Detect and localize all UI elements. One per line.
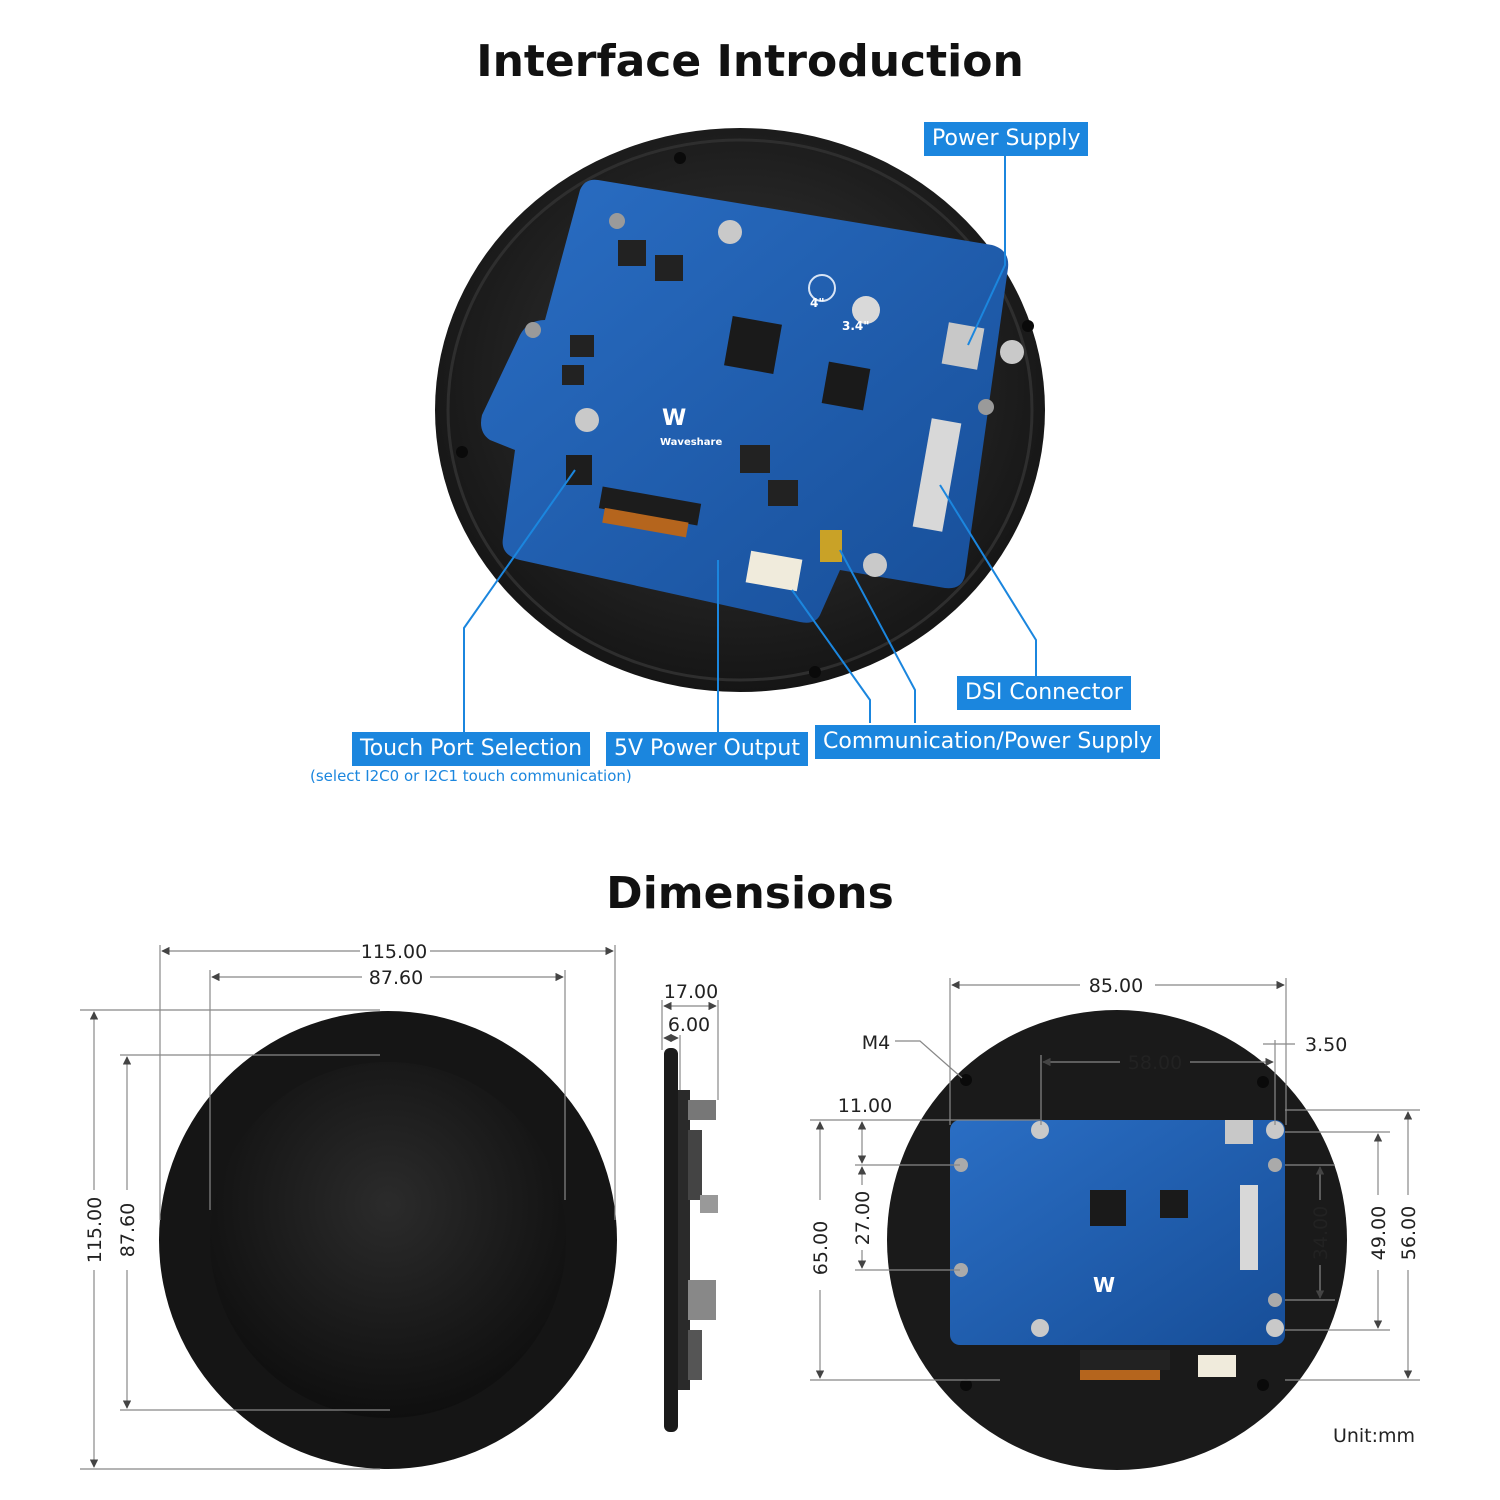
size-mark-4: 4" [810,296,825,310]
side-dimension-lines [661,1000,719,1100]
secondary-chip [821,361,871,411]
touch-port-note: (select I2C0 or I2C1 touch communication… [310,767,632,785]
main-chip [724,316,782,374]
front-view [159,1011,617,1469]
dim-front-width: 115.00 [361,941,427,963]
dim-front-height: 115.00 [84,1197,106,1263]
back-view: W [887,1010,1347,1470]
dim-back-hole: M4 [862,1032,890,1054]
svg-text:W: W [1093,1273,1115,1297]
label-5v-power-output: 5V Power Output [606,732,808,766]
dim-back-inner-v: 27.00 [852,1191,874,1245]
size-mark-3-4: 3.4" [842,319,870,333]
dim-back-right-c: 56.00 [1398,1206,1420,1260]
dim-back-right-b: 49.00 [1368,1206,1390,1260]
waveshare-logo: W [662,406,686,431]
dim-back-outer-v: 65.00 [810,1221,832,1275]
dim-side-depth: 17.00 [664,981,718,1003]
label-communication-power-supply: Communication/Power Supply [815,725,1161,759]
usb-c-port [941,322,985,370]
dim-front-inner-width: 87.60 [369,967,423,989]
brand-text: Waveshare [660,437,722,448]
dsi-connector-part [912,418,962,532]
driver-board-photo: 4" 3.4" W Waveshare [481,179,1024,623]
interface-title: Interface Introduction [476,36,1024,87]
label-power-supply: Power Supply [924,122,1089,156]
jst-connector [745,550,803,592]
dim-back-top-offset: 11.00 [838,1095,892,1117]
dim-back-right-a: 34.00 [1310,1206,1332,1260]
dim-back-width: 85.00 [1089,975,1143,997]
dim-front-inner-height: 87.60 [117,1203,139,1257]
back-dimension-lines [810,978,1420,1381]
label-dsi-connector: DSI Connector [957,676,1131,710]
fpc-connector [598,486,702,526]
dimensions-title: Dimensions [606,868,894,919]
dim-back-spacing: 58.00 [1128,1052,1182,1074]
dim-back-offset: 3.50 [1305,1034,1347,1056]
dim-side-panel: 6.00 [668,1014,710,1036]
label-touch-port-selection: Touch Port Selection [352,732,591,766]
unit-label: Unit:mm [1333,1425,1415,1447]
callout-leaders [463,155,1037,732]
front-dimension-lines [80,945,616,1470]
side-view [664,1048,718,1432]
